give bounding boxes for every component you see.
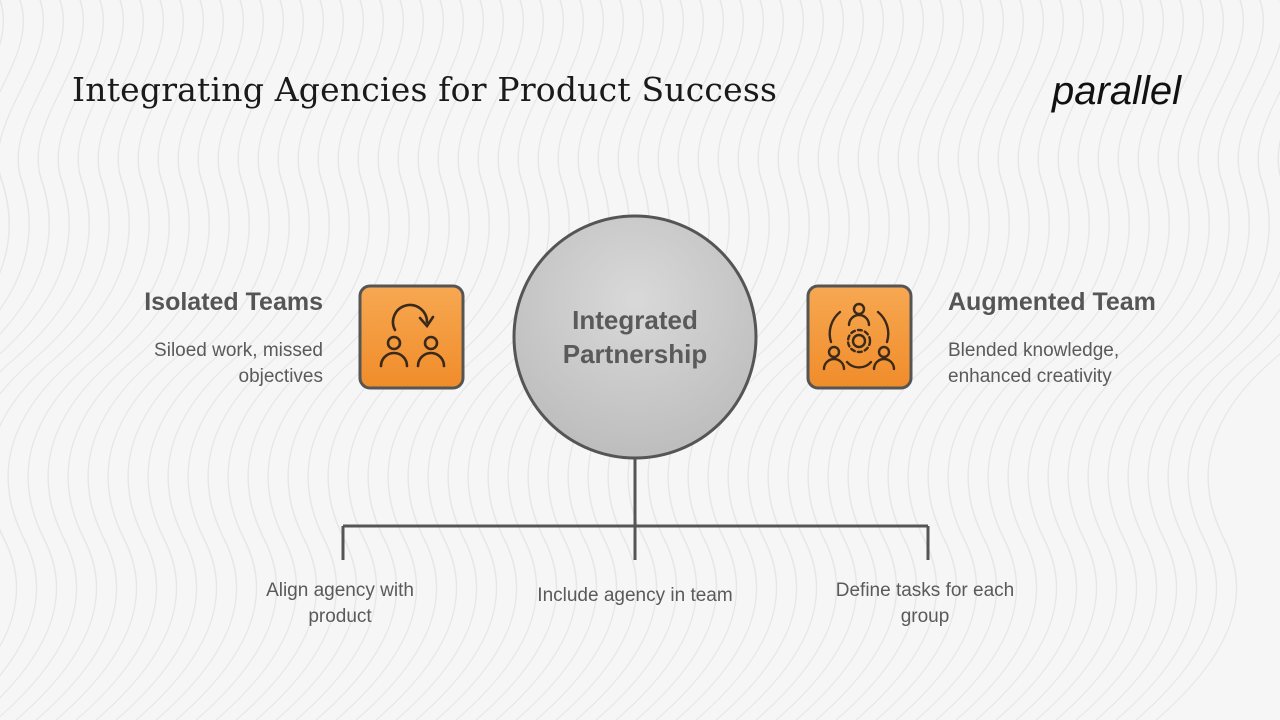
two-people-cycle-icon: [379, 303, 446, 368]
augmented-team-icon-box: [806, 284, 913, 390]
logo-text: parallel: [1051, 69, 1182, 113]
branch-define-line1: Define tasks for each: [835, 580, 1015, 601]
center-node-label: Integrated Partnership: [515, 303, 755, 371]
isolated-teams-desc-line1: Siloed work, missed: [154, 340, 323, 361]
augmented-team-desc-line1: Blended knowledge,: [948, 340, 1120, 361]
connector-tree: [341, 458, 930, 560]
isolated-teams-desc: Siloed work, missed objectives: [154, 338, 323, 390]
isolated-teams-icon-box: [358, 284, 465, 390]
branch-define-line2: group: [900, 606, 950, 627]
branch-include-agency: Include agency in team: [505, 583, 765, 609]
branch-include-line1: Include agency in team: [537, 585, 733, 606]
augmented-team-title: Augmented Team: [948, 288, 1156, 316]
center-node: [512, 214, 758, 460]
parallel-logo: parallel: [1051, 69, 1182, 113]
augmented-team-desc-line2: enhanced creativity: [948, 366, 1112, 387]
branch-align-line2: product: [308, 606, 372, 627]
isolated-teams-title: Isolated Teams: [144, 288, 323, 316]
branch-align-line1: Align agency with: [266, 580, 414, 601]
branch-align-agency: Align agency with product: [220, 578, 460, 630]
isolated-teams-desc-line2: objectives: [238, 366, 324, 387]
page-title: Integrating Agencies for Product Success: [72, 70, 778, 109]
center-label-line2: Partnership: [562, 339, 708, 369]
augmented-team-desc: Blended knowledge, enhanced creativity: [948, 338, 1119, 390]
branch-define-tasks: Define tasks for each group: [805, 578, 1045, 630]
team-gear-icon: [822, 302, 896, 371]
center-label-line1: Integrated: [572, 305, 698, 335]
